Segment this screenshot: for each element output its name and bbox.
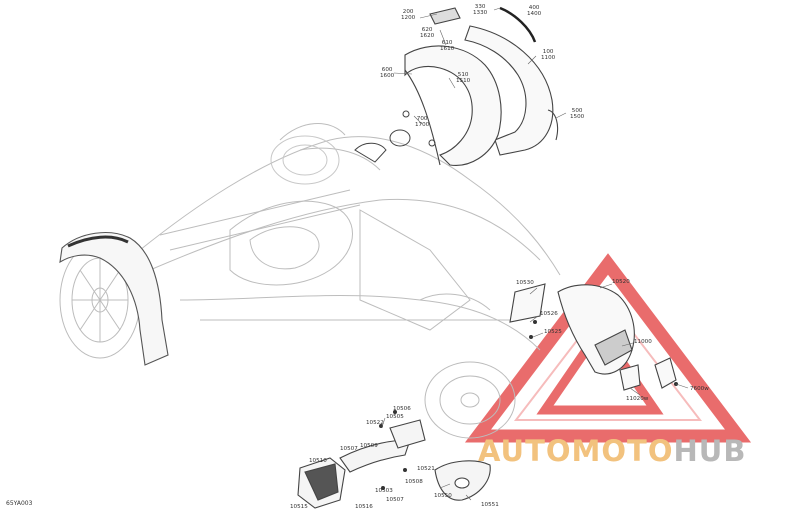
callout-10526: 10526: [540, 311, 558, 317]
front-wheel-outline: [270, 135, 340, 185]
lower-bracket-assembly: [297, 419, 491, 509]
watermark-brand-text: AUTOMOTOHUB: [478, 434, 746, 468]
right-fender-assembly: [404, 6, 559, 166]
callout-10550: 10550: [434, 493, 452, 499]
callout-10507-bottom: 10507: [386, 497, 404, 503]
callout-10508: 10508: [405, 479, 423, 485]
callout-11020w: 11020w: [626, 396, 649, 402]
watermark-hub: HUB: [673, 434, 747, 468]
vehicle-frame-outline: [139, 123, 561, 351]
rear-wheel-outline: [424, 361, 516, 439]
watermark-auto: AUTO: [478, 434, 572, 468]
callout-10510: 10510: [309, 458, 327, 464]
callout-10530: 10530: [516, 280, 534, 286]
watermark-moto: MOTO: [571, 434, 674, 468]
callout-10506: 10506: [393, 406, 411, 412]
callout-10509: 10509: [360, 443, 378, 449]
callout-10515: 10515: [290, 504, 308, 510]
leader-lines: [381, 7, 689, 501]
callout-11000: 11000: [634, 339, 652, 345]
mount-bracket-top: [354, 110, 436, 163]
callout-10520: 10520: [612, 279, 630, 285]
callout-10521: 10521: [417, 466, 435, 472]
callout-10551: 10551: [481, 502, 499, 508]
callout-10503: 10503: [375, 488, 393, 494]
rear-side-cover-assembly: [509, 283, 677, 391]
callout-7600w: 7600w: [690, 386, 709, 392]
callout-10516: 10516: [355, 504, 373, 510]
callout-10507-top: 10507: [340, 446, 358, 452]
callout-10525: 10525: [544, 329, 562, 335]
callout-10505: 10505: [386, 414, 404, 420]
left-fender-part: [59, 232, 169, 366]
diagram-code: 65YA003: [6, 500, 33, 507]
callout-10522: 10522: [366, 420, 384, 426]
